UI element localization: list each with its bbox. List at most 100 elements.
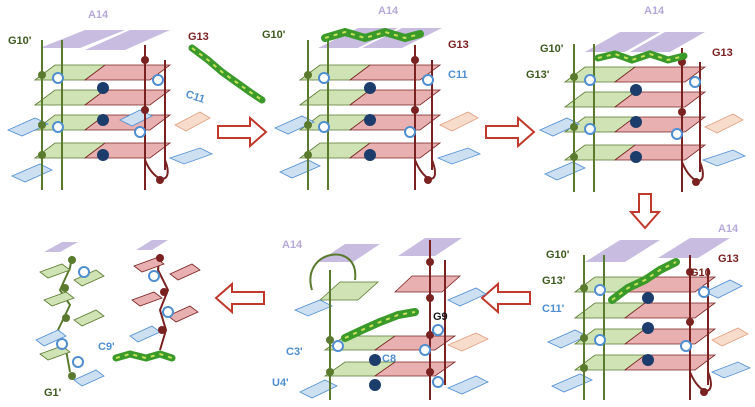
green-node: [570, 153, 578, 161]
red-node: [156, 176, 164, 184]
red-node: [411, 56, 419, 64]
red-node: [700, 388, 708, 396]
label-a14: A14: [88, 9, 109, 21]
red-node: [692, 178, 700, 186]
ligand-molecule: [598, 54, 684, 60]
panel-4: A14 G10' G13 G13' G10 C11': [542, 223, 750, 400]
red-node: [156, 254, 164, 262]
flanking-base: [545, 162, 585, 180]
flanking-base: [703, 150, 745, 166]
flanking-base: [712, 362, 750, 378]
red-node: [141, 56, 149, 64]
flanking-base: [12, 164, 52, 182]
green-node: [304, 71, 312, 79]
label-a14: A14: [282, 239, 303, 251]
central-ion: [364, 82, 376, 94]
ring-nucleotide: [135, 127, 145, 137]
flanking-base: [170, 148, 212, 164]
central-ion: [364, 114, 376, 126]
label-g13: G13: [188, 31, 209, 43]
ring-nucleotide: [699, 287, 709, 297]
green-node: [326, 368, 334, 376]
ring-nucleotide: [585, 124, 595, 134]
label-a14: A14: [378, 5, 399, 17]
ring-nucleotide: [53, 122, 63, 132]
label-g10-prime: G10': [262, 29, 286, 41]
green-node: [62, 314, 70, 322]
green-node: [61, 284, 69, 292]
ring-nucleotide: [53, 73, 63, 83]
ring-nucleotide: [319, 73, 329, 83]
ring-nucleotide: [73, 357, 83, 367]
red-strand: [158, 254, 168, 350]
red-base: [170, 264, 200, 280]
top-layer-a14: [44, 242, 78, 252]
label-g13-prime: G13': [526, 69, 550, 81]
flanking-base: [705, 114, 743, 133]
ring-nucleotide: [585, 75, 595, 85]
central-ion: [364, 149, 376, 161]
ring-nucleotide: [149, 271, 159, 281]
central-ion: [642, 292, 654, 304]
ring-nucleotide: [690, 77, 700, 87]
ring-nucleotide: [433, 325, 443, 335]
ring-nucleotide: [319, 122, 329, 132]
ring-nucleotide: [423, 75, 433, 85]
ring-nucleotide: [405, 127, 415, 137]
label-a14: A14: [718, 223, 739, 235]
label-g13: G13: [718, 253, 739, 265]
red-node: [686, 318, 694, 326]
label-g13: G13: [448, 39, 469, 51]
label-c3-prime: C3': [286, 346, 303, 358]
flanking-base: [130, 326, 160, 342]
green-node: [580, 284, 588, 292]
green-strand: [310, 255, 355, 400]
green-node: [68, 372, 76, 380]
top-layer-a14: [136, 240, 168, 250]
ring-nucleotide: [681, 341, 691, 351]
ring-nucleotide: [153, 75, 163, 85]
red-node: [411, 106, 419, 114]
panel-3: A14 G10' G13 G13': [526, 5, 745, 192]
flanking-base: [712, 328, 748, 346]
label-c9-prime: C9': [98, 341, 115, 353]
label-c8: C8: [382, 353, 396, 365]
green-node: [68, 256, 76, 264]
green-node: [38, 71, 46, 79]
label-u4-prime: U4': [272, 377, 289, 389]
central-ion: [630, 84, 642, 96]
ring-nucleotide: [163, 307, 173, 317]
green-node: [580, 334, 588, 342]
down-arrow: [631, 194, 659, 228]
label-g9: G9: [433, 311, 448, 323]
label-c11-prime: C11': [542, 303, 565, 315]
red-node: [426, 258, 434, 266]
green-node: [38, 151, 46, 159]
panel-2: A14 G10' G13 C11: [262, 5, 480, 190]
red-node: [678, 108, 686, 116]
flanking-base: [74, 370, 104, 386]
red-layer: [395, 276, 460, 292]
ring-nucleotide: [420, 345, 430, 355]
label-a14: A14: [644, 5, 665, 17]
green-node: [304, 121, 312, 129]
ring-nucleotide: [57, 339, 67, 349]
flanking-base: [448, 288, 486, 306]
central-ion: [642, 322, 654, 334]
red-node: [141, 106, 149, 114]
flanking-base: [448, 376, 488, 394]
central-ion: [97, 149, 109, 161]
flanking-base: [300, 380, 337, 398]
green-node: [326, 336, 334, 344]
flanking-base: [440, 112, 478, 131]
ring-nucleotide: [79, 267, 89, 277]
green-node: [570, 123, 578, 131]
panel-1: A14 G10' G13 C11: [8, 9, 262, 190]
flanking-base: [280, 160, 320, 178]
label-c11: C11: [448, 69, 468, 81]
ring-nucleotide: [333, 341, 343, 351]
flanking-base: [705, 280, 742, 298]
green-base: [74, 310, 104, 326]
